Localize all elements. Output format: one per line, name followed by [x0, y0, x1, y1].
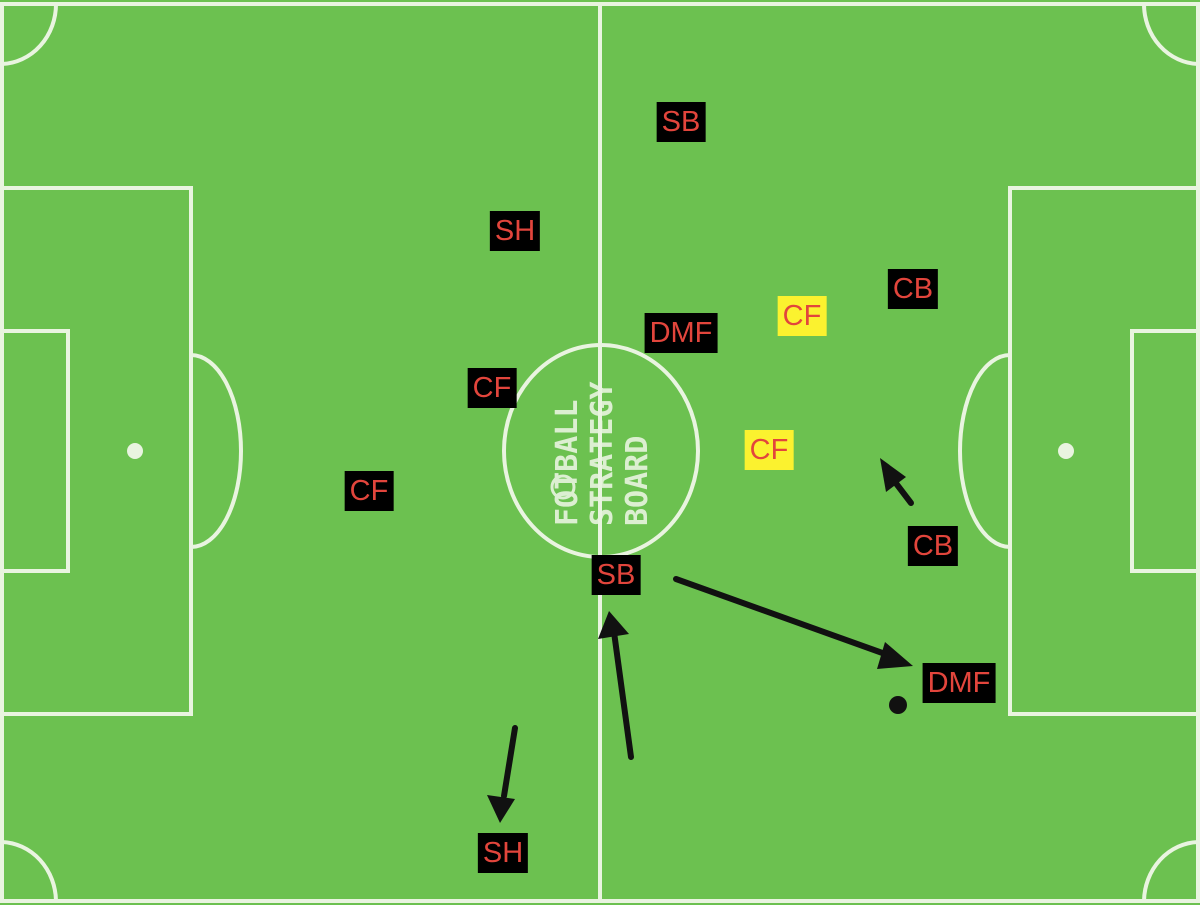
player-marker-sh-top[interactable]: SH	[489, 211, 541, 251]
left-goal-area	[0, 329, 70, 573]
right-goal-area	[1130, 329, 1200, 573]
logo-text-line2: STRATEGY	[585, 382, 620, 527]
player-marker-cf-yellow-mid[interactable]: CF	[744, 430, 794, 470]
logo-text-line3: BOARD	[620, 436, 655, 526]
movement-arrows	[501, 479, 914, 799]
watermark-logo: FOTBALL STRATEGY BOARD	[550, 382, 655, 527]
player-marker-cb-top[interactable]: CB	[887, 269, 939, 309]
arrow-to-sb	[611, 629, 634, 760]
player-marker-sb-top[interactable]: SB	[656, 102, 706, 142]
player-marker-sh-bottom[interactable]: SH	[477, 833, 529, 873]
arrowhead-dmf-icon	[877, 642, 913, 669]
ball-icon	[550, 474, 576, 500]
arrowhead-sb-icon	[598, 611, 629, 639]
player-marker-dmf-center[interactable]: DMF	[644, 313, 718, 353]
arrowhead-cb-icon	[880, 458, 906, 492]
corner-arc-bottom-left	[1, 840, 58, 902]
player-marker-cf-yellow-top[interactable]: CF	[777, 296, 827, 336]
arrow-heads	[487, 458, 913, 823]
right-penalty-arc	[958, 353, 1011, 549]
player-marker-cf-left[interactable]: CF	[344, 471, 394, 511]
arrow-to-dmf	[673, 576, 891, 658]
arrowhead-sh-icon	[487, 795, 515, 823]
corner-arc-top-left	[1, 3, 58, 66]
left-penalty-spot	[127, 443, 143, 459]
left-penalty-arc	[190, 353, 243, 549]
corner-arc-bottom-right	[1142, 840, 1199, 902]
arrow-cb-up	[892, 479, 914, 506]
player-marker-dmf-right[interactable]: DMF	[922, 663, 996, 703]
player-marker-sb-center[interactable]: SB	[591, 555, 641, 595]
arrow-to-sh	[501, 725, 518, 799]
corner-arc-top-right	[1142, 3, 1199, 66]
logo-text-line1: FOTBALL	[550, 400, 585, 526]
player-marker-cb-right[interactable]: CB	[907, 526, 959, 566]
player-marker-cf-mid[interactable]: CF	[467, 368, 517, 408]
ball-icon-dot	[889, 696, 907, 714]
right-penalty-spot	[1058, 443, 1074, 459]
